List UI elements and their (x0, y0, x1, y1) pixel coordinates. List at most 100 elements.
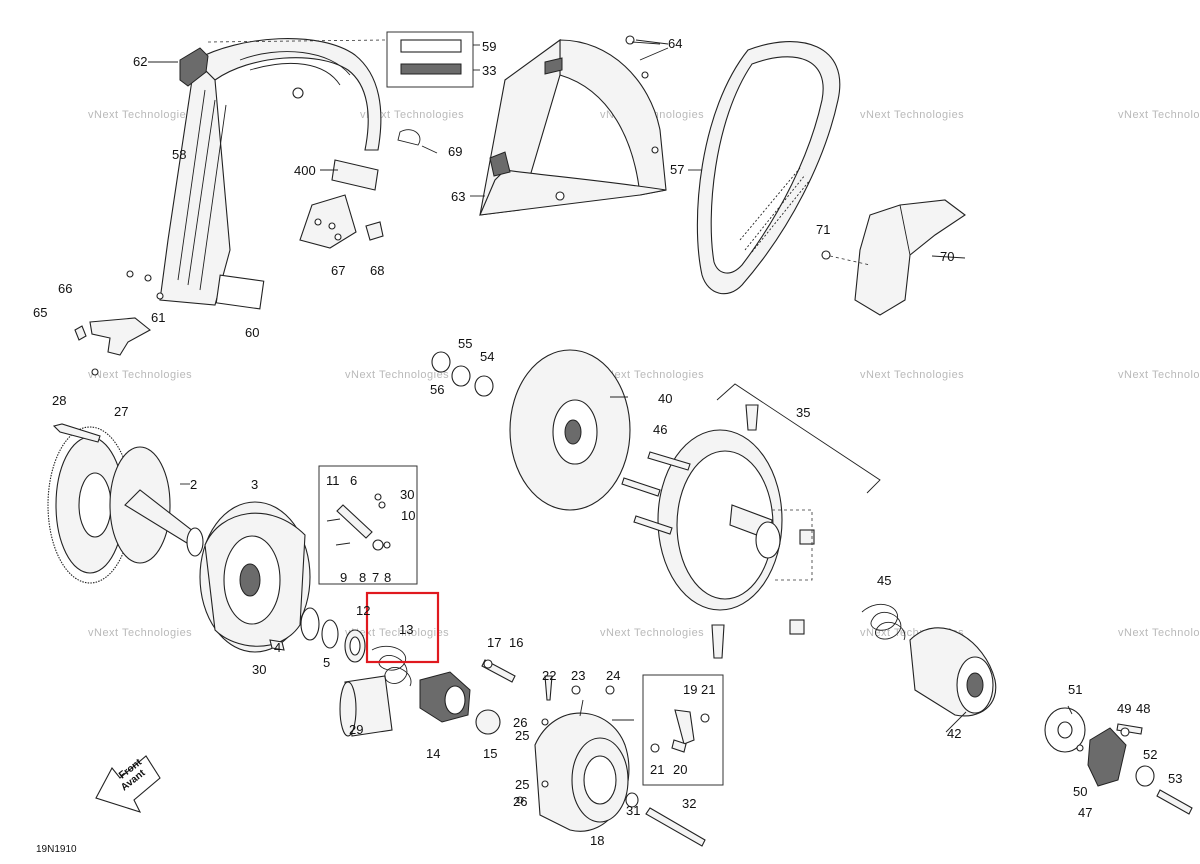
callout-59: 59 (482, 39, 496, 54)
drive-pulley-assembly (47, 423, 516, 737)
arm-detail-box (642, 674, 724, 786)
callout-28: 28 (52, 393, 66, 408)
callout-62: 62 (133, 54, 147, 69)
callout-66: 66 (58, 281, 72, 296)
callout-19: 19 (683, 682, 697, 697)
callout-6: 6 (350, 473, 357, 488)
callout-65: 65 (33, 305, 47, 320)
callout-49: 49 (1117, 701, 1131, 716)
callout-22: 22 (542, 668, 556, 683)
callout-3: 3 (251, 477, 258, 492)
callout-69: 69 (448, 144, 462, 159)
callout-61: 61 (151, 310, 165, 325)
belt-guard-58 (126, 38, 386, 310)
callout-63: 63 (451, 189, 465, 204)
callout-18: 18 (590, 833, 604, 848)
callout-4: 4 (274, 640, 281, 655)
bracket-group-67 (299, 129, 421, 249)
callout-7: 7 (372, 570, 379, 585)
watermark: vNext Technologies (860, 109, 964, 121)
callout-2: 2 (190, 477, 197, 492)
callout-68: 68 (370, 263, 384, 278)
callout-55: 55 (458, 336, 472, 351)
watermark: vNext Technologies (600, 369, 704, 381)
callout-35: 35 (796, 405, 810, 420)
watermark: vNext Technologies (1118, 627, 1200, 639)
callout-47: 47 (1078, 805, 1092, 820)
watermark: vNext Technologies (600, 627, 704, 639)
front-arrow-icon: Front Avant (95, 755, 161, 813)
watermark: vNext Technologies (345, 627, 449, 639)
highlight-box (365, 591, 440, 664)
callout-46: 46 (653, 422, 667, 437)
callout-23: 23 (571, 668, 585, 683)
callout-52: 52 (1143, 747, 1157, 762)
callout-10: 10 (401, 508, 415, 523)
callout-26: 26 (513, 794, 527, 809)
callout-24: 24 (606, 668, 620, 683)
callout-13: 13 (399, 622, 413, 637)
callout-51: 51 (1068, 682, 1082, 697)
callout-31: 31 (626, 803, 640, 818)
callout-45: 45 (877, 573, 891, 588)
callout-5: 5 (323, 655, 330, 670)
callout-71: 71 (816, 222, 830, 237)
watermark: vNext Technologies (860, 369, 964, 381)
callout-21: 21 (701, 682, 715, 697)
callout-21: 21 (650, 762, 664, 777)
callout-15: 15 (483, 746, 497, 761)
watermark: vNext Technologies (1118, 369, 1200, 381)
callout-12: 12 (356, 603, 370, 618)
drive-belt-57 (696, 41, 841, 295)
callout-14: 14 (426, 746, 440, 761)
callout-16: 16 (509, 635, 523, 650)
callout-17: 17 (487, 635, 501, 650)
guard-70 (821, 199, 966, 316)
roller-detail-box (318, 465, 418, 585)
callout-48: 48 (1136, 701, 1150, 716)
callout-54: 54 (480, 349, 494, 364)
leader-lines (148, 41, 1073, 733)
callout-60: 60 (245, 325, 259, 340)
callout-58: 58 (172, 147, 186, 162)
driven-pulley-assembly (431, 349, 881, 659)
callout-57: 57 (670, 162, 684, 177)
callout-400: 400 (294, 163, 316, 178)
callout-67: 67 (331, 263, 345, 278)
callout-42: 42 (947, 726, 961, 741)
callout-25: 25 (515, 777, 529, 792)
callout-70: 70 (940, 249, 954, 264)
callout-20: 20 (673, 762, 687, 777)
callout-25: 25 (515, 728, 529, 743)
callout-27: 27 (114, 404, 128, 419)
callout-33: 33 (482, 63, 496, 78)
watermark: vNext Technologies (88, 109, 192, 121)
callout-56: 56 (430, 382, 444, 397)
watermark: vNext Technologies (88, 627, 192, 639)
drawing-code: 19N1910 (36, 844, 77, 855)
callout-26: 26 (513, 715, 527, 730)
watermark: vNext Technologies (88, 369, 192, 381)
watermark-layer: vNext Technologies vNext Technologies vN… (88, 109, 1200, 639)
callout-30: 30 (252, 662, 266, 677)
cover-63 (479, 35, 669, 216)
bracket-66 (74, 317, 151, 376)
decal-box (386, 31, 480, 88)
housing-18 (516, 675, 706, 847)
callout-30: 30 (400, 487, 414, 502)
callout-11: 11 (326, 473, 340, 488)
callout-29: 29 (349, 722, 363, 737)
callout-8: 8 (384, 570, 391, 585)
callout-53: 53 (1168, 771, 1182, 786)
watermark: vNext Technologies (1118, 109, 1200, 121)
watermark: vNext Technologies (360, 109, 464, 121)
callout-32: 32 (682, 796, 696, 811)
callout-9: 9 (340, 570, 347, 585)
watermark: vNext Technologies (345, 369, 449, 381)
callout-8: 8 (359, 570, 366, 585)
callout-40: 40 (658, 391, 672, 406)
callout-50: 50 (1073, 784, 1087, 799)
callout-64: 64 (668, 36, 682, 51)
